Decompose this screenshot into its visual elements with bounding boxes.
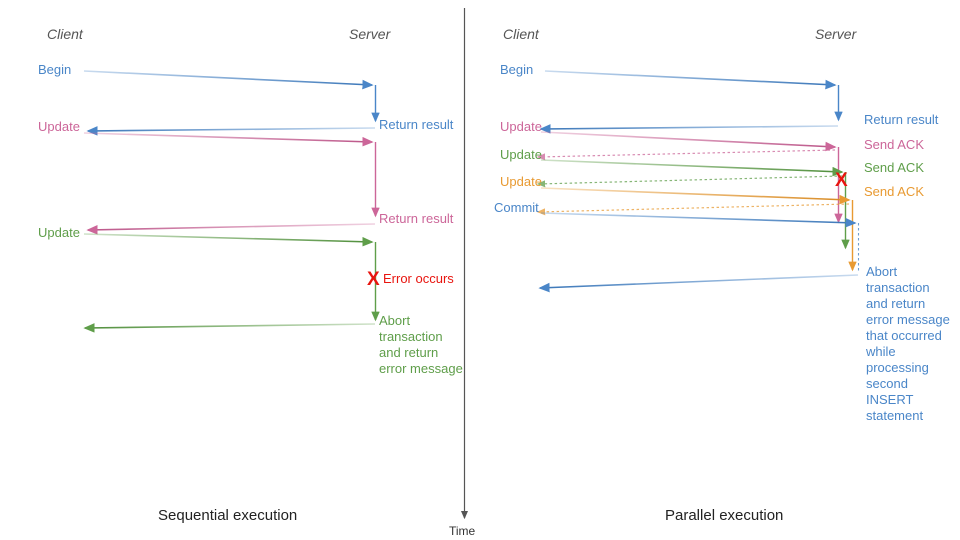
right-message-return-result: Return result (864, 112, 939, 127)
right-message-abort-line-4: error message (866, 312, 950, 327)
arrow-send-ack-1 (536, 149, 836, 161)
right-server-lane-title: Server (815, 26, 857, 42)
right-error-x-icon: X (835, 170, 848, 191)
right-message-abort-line-10: statement (866, 408, 924, 423)
right-message-abort-line-8: second (866, 376, 908, 391)
right-message-abort-line-6: while (866, 344, 896, 359)
left-client-lane-title: Client (47, 26, 83, 42)
left-message-return-result-2: Return result (379, 211, 454, 226)
left-panel-caption: Sequential execution (158, 507, 298, 524)
left-server-lane-title: Server (349, 26, 391, 42)
arrow-update-1-request (83, 132, 374, 147)
right-message-abort-line-1: Abort (866, 264, 898, 279)
arrow-return-result (539, 124, 839, 134)
right-message-update-1: Update (500, 119, 542, 134)
right-message-update-3: Update (500, 174, 542, 189)
right-message-abort-line-3: and return (866, 296, 926, 311)
left-error-x-icon: X (367, 269, 380, 290)
left-message-abort-line-4: error message (379, 361, 463, 376)
right-message-update-2: Update (500, 147, 542, 162)
right-client-lane-title: Client (503, 26, 539, 42)
left-message-update-2: Update (38, 225, 80, 240)
left-message-update-1: Update (38, 119, 80, 134)
left-message-return-result-1: Return result (379, 117, 454, 132)
left-message-abort-line-2: transaction (379, 329, 443, 344)
right-message-abort-line-7: processing (866, 360, 929, 375)
left-message-error-occurs: Error occurs (383, 271, 454, 286)
arrow-return-result-2 (86, 223, 376, 235)
left-panel-arrows (83, 70, 380, 333)
right-panel-caption: Parallel execution (665, 507, 784, 524)
right-message-send-ack-2: Send ACK (864, 160, 924, 175)
right-message-begin: Begin (500, 62, 534, 77)
arrow-commit-request (540, 212, 857, 228)
right-message-abort-line-9: INSERT (866, 392, 914, 407)
right-message-send-ack-1: Send ACK (864, 137, 924, 152)
arrow-update-2-request (540, 159, 844, 177)
arrow-abort-return (538, 274, 859, 293)
right-panel-arrows (536, 70, 860, 293)
right-message-commit: Commit (494, 200, 539, 215)
left-message-abort-line-3: and return (379, 345, 439, 360)
arrow-send-ack-3 (536, 203, 850, 216)
arrow-update-2-request (83, 233, 374, 247)
right-message-send-ack-3: Send ACK (864, 184, 924, 199)
right-message-abort-line-5: that occurred (866, 328, 942, 343)
arrow-update-3-request (540, 187, 851, 205)
time-axis-label: Time (449, 524, 476, 538)
arrow-update-1-request (540, 131, 837, 152)
left-message-begin: Begin (38, 62, 72, 77)
arrow-begin-request (544, 70, 837, 90)
arrow-begin-request (83, 70, 374, 90)
arrow-abort-return (83, 323, 376, 333)
arrow-send-ack-2 (536, 175, 843, 188)
left-message-abort-line-1: Abort (379, 313, 411, 328)
right-message-abort-line-2: transaction (866, 280, 930, 295)
arrow-return-result-1 (86, 126, 376, 136)
